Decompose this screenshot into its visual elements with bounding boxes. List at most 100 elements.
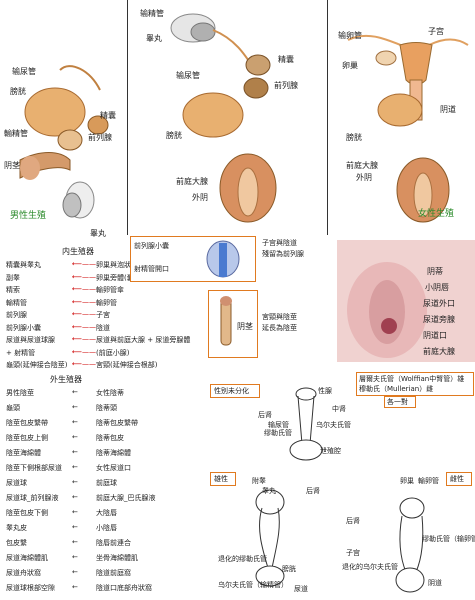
external-row-right-13: 陰道口底部舟狀窩 — [96, 584, 152, 592]
external-row-right-2: 陰蒂包皮繫帶 — [96, 419, 138, 427]
external-table-title: 外生殖器 — [50, 375, 82, 384]
undifferentiated-label: 性别未分化 — [214, 387, 249, 395]
label-penis-box: 阴茎 — [237, 322, 253, 331]
internal-row-left-1: 副睾 — [6, 273, 20, 282]
label-penis: 阴茎 — [4, 161, 20, 170]
label-ejac-duct: 射精管開口 — [134, 265, 169, 273]
external-row-left-12: 尿道舟狀窩 — [6, 569, 41, 577]
embryo-top-diagram: 性腺 后肾 中肾 缪勒氏管 输尿管 乌尔夫氏管 泄殖腔 — [258, 384, 358, 464]
internal-table-title: 内生殖器 — [62, 247, 94, 256]
embryo-top-illustration — [289, 387, 323, 461]
duct-note-box: 層爾夫氏管（Wolffian中腎管）雄 穆勒氏（Mullerian）雌 — [356, 372, 474, 396]
female-caption: 女性生殖 — [418, 209, 455, 219]
label-utricle: 前列腺小囊 — [134, 242, 169, 250]
embryo-female-uterus: 子宫 — [346, 549, 360, 557]
male-embryo-box: 雄性 — [210, 472, 236, 486]
internal-row-right-8: 宮頸(延伸接合根部) — [96, 361, 158, 369]
embryo-male-testis: 睾丸 — [262, 487, 276, 495]
internal-row-arrow-7: ⟵—— — [72, 347, 97, 356]
external-row-right-4: 陰蒂海綿體 — [96, 449, 131, 457]
external-row-left-1: 龜頭 — [6, 404, 20, 412]
internal-organs-table: 内生殖器 精囊與睾丸⟵——卵巢與泡狀卵泡副睾⟵——卵巢旁體(囊狀副件)精索⟵——… — [0, 246, 205, 376]
duct-note-line1: 層爾夫氏管（Wolffian中腎管）雄 — [359, 375, 465, 383]
label-ureter: 输尿管 — [12, 67, 36, 76]
external-row-right-11: 坐骨海綿體肌 — [96, 554, 138, 562]
internal-row-left-2: 精索 — [6, 286, 20, 294]
internal-row-left-3: 輸精管 — [6, 298, 27, 307]
internal-row-right-5: 陰道 — [96, 323, 110, 332]
internal-row-left-4: 前列腺 — [6, 311, 27, 319]
internal-row-left-5: 前列腺小囊 — [6, 323, 41, 332]
embryo-female-vagina: 阴道 — [428, 579, 442, 587]
internal-row-right-1: 卵巢旁體(囊狀副件) — [96, 273, 158, 282]
external-row-left-5: 陰莖下側根部尿道 — [6, 464, 62, 472]
embryo-label-wolff: 缪勒氏管 — [264, 429, 292, 437]
vulva-photo: 阴蒂 小阴唇 尿道外口 尿道旁腺 阴道口 前庭大腺 — [337, 240, 475, 362]
embryo-female-epoophoron: 輸卵管 — [418, 477, 439, 485]
photo-label-labia-minora: 小阴唇 — [425, 283, 449, 292]
label-vulva-female: 外阴 — [356, 173, 372, 182]
embryo-male-degen-muller: 退化的缪勒氏管 — [218, 555, 267, 563]
male-embryo-label: 雄性 — [214, 475, 228, 483]
photo-label-frenulum: 阴蒂 — [427, 267, 443, 276]
external-row-left-4: 陰莖海綿體 — [6, 449, 41, 457]
vulva-photo-illustration — [337, 240, 475, 362]
external-row-right-12: 陰道前庭窩 — [96, 569, 131, 577]
prostate-utricle-box: 前列腺小囊 射精管開口 — [130, 236, 256, 282]
photo-label-vaginal-orifice: 阴道口 — [423, 331, 447, 340]
embryo-label-muller: 乌尔夫氏管 — [316, 421, 351, 429]
photo-label-paraurethral: 尿道旁腺 — [423, 315, 455, 324]
external-row-arrow-5: ← — [72, 463, 78, 471]
embryo-female-ovary: 卵巢 — [400, 477, 414, 485]
external-row-right-1: 陰蒂頭 — [96, 404, 117, 412]
prostate-note-1: 子宫與陰道 — [262, 239, 297, 247]
external-row-right-0: 女性陰蒂 — [96, 389, 124, 397]
external-row-left-10: 包皮繫 — [6, 539, 27, 547]
external-row-left-13: 尿道球根部空隙 — [6, 584, 55, 592]
internal-row-arrow-1: ⟵—— — [72, 272, 97, 281]
label-testis-center: 睾丸 — [146, 34, 162, 43]
external-row-left-2: 陰莖包皮繫帶 — [6, 419, 48, 427]
pair-note-box: 各一對 — [384, 396, 416, 408]
embryo-female-diagram: 卵巢 輸卵管 后肾 缪勒氏管（输卵管） 子宫 退化的乌尔夫氏管 阴道 — [342, 468, 475, 600]
external-row-arrow-3: ← — [72, 433, 78, 441]
external-row-right-9: 小陰唇 — [96, 524, 117, 532]
internal-row-right-3: 輸卵管 — [96, 298, 117, 307]
external-row-right-6: 前庭球 — [96, 479, 117, 487]
label-vas: 输精管 — [140, 9, 164, 18]
embryo-male-illustration — [255, 489, 285, 587]
embryo-male-bladder: 膀胱 — [282, 565, 296, 573]
female-anatomy-panel: 输卵管 子宫 卵巢 阴道 膀胱 前庭大腺 外阴 女性生殖 — [328, 0, 475, 235]
label-ovary: 卵巢 — [342, 61, 358, 70]
label-prostate: 前列腺 — [88, 133, 112, 142]
internal-row-right-2: 輸卵管傘 — [96, 286, 124, 294]
internal-row-arrow-0: ⟵—— — [72, 260, 97, 268]
photo-label-urethral-orifice: 尿道外口 — [423, 299, 455, 308]
internal-row-arrow-4: ⟵—— — [72, 310, 97, 318]
internal-row-left-6: 尿道與尿道球腺 — [6, 336, 55, 344]
external-row-right-5: 女性尿道口 — [96, 464, 131, 472]
male-anatomy-illustration — [19, 65, 109, 219]
prostate-note-2: 殘留為前列腺 — [262, 250, 304, 258]
embryo-male-urethra: 尿道 — [294, 585, 308, 593]
external-row-left-0: 男性陰莖 — [6, 389, 34, 397]
external-row-arrow-7: ← — [72, 493, 78, 501]
divider-right — [327, 0, 328, 235]
external-organs-table: 外生殖器 男性陰莖←女性陰蒂龜頭←陰蒂頭陰莖包皮繫帶←陰蒂包皮繫帶陰莖包皮上側←… — [0, 374, 205, 600]
external-row-arrow-10: ← — [72, 538, 78, 546]
duct-note-line2: 穆勒氏（Mullerian）雌 — [359, 385, 434, 393]
prostate-illustration — [206, 240, 240, 278]
embryo-male-wolff: 乌尔夫氏管（输精管） — [218, 581, 288, 589]
embryo-male-hind: 后肾 — [306, 487, 320, 495]
external-row-arrow-11: ← — [72, 553, 78, 561]
center-anatomy-panel: 输精管 睾丸 精囊 输尿管 前列腺 膀胱 前庭大腺 外阴 — [128, 0, 328, 235]
label-testis: 睾丸 — [90, 229, 106, 238]
internal-row-arrow-5: ⟵—— — [72, 322, 97, 331]
external-row-right-10: 陰唇前連合 — [96, 539, 131, 547]
external-row-left-8: 陰莖包皮下側 — [6, 509, 48, 517]
pair-note: 各一對 — [387, 398, 408, 406]
embryo-label-hind: 后肾 — [258, 411, 272, 419]
penis-note-1: 宮頸與陰莖 — [262, 313, 297, 321]
external-row-right-8: 大陰唇 — [96, 509, 117, 517]
label-bladder-center: 膀胱 — [166, 131, 182, 140]
